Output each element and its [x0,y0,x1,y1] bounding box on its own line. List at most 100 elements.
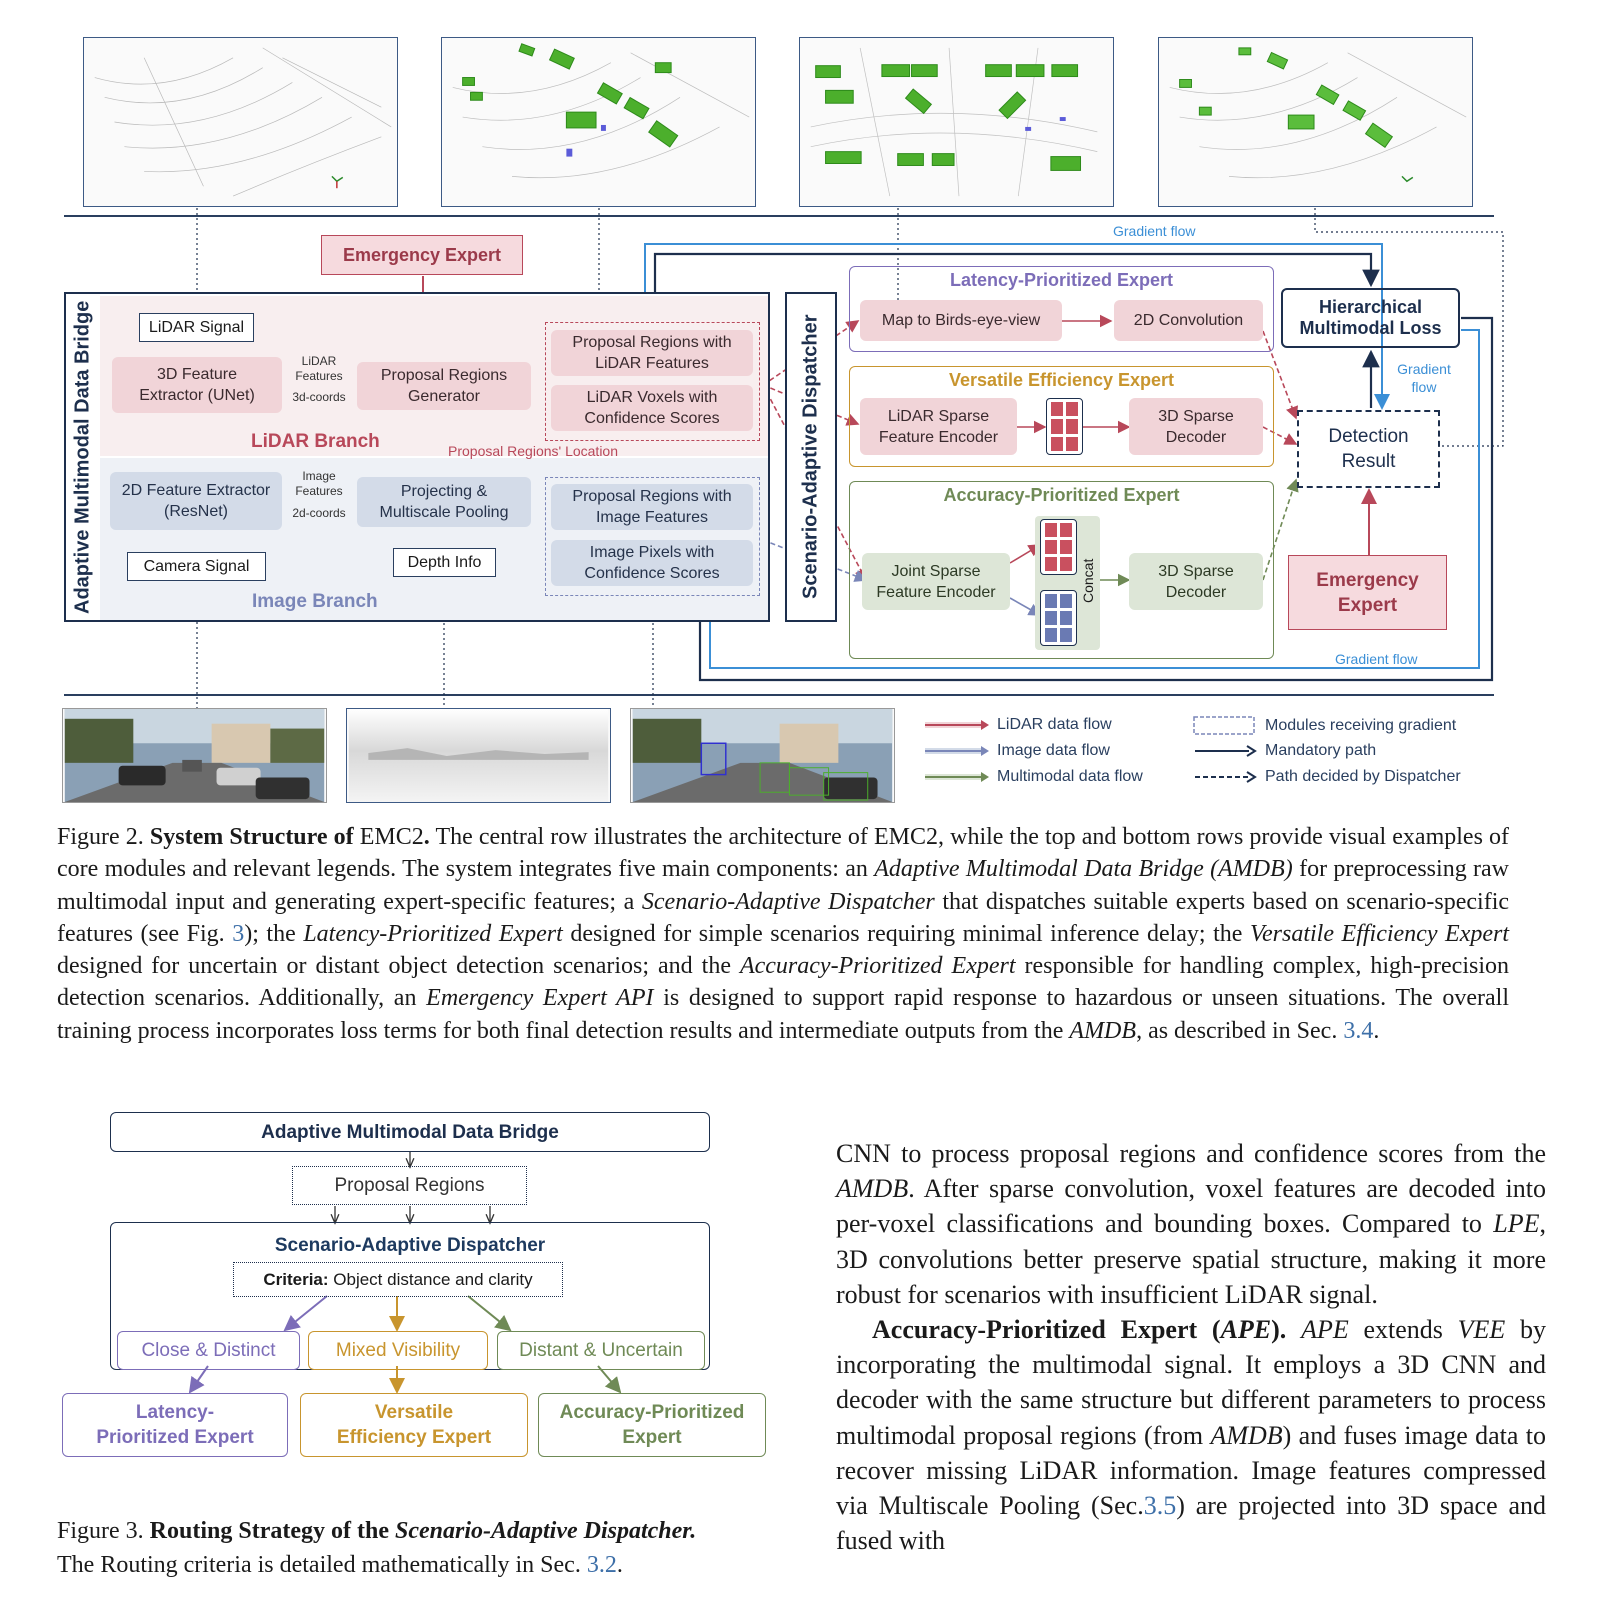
point-cloud-bev-image [810,47,1098,197]
fig3-distant-uncertain: Distant & Uncertain [497,1331,705,1370]
vee-title: Versatile Efficiency Expert [948,370,1175,390]
street-detection-photo [632,709,893,802]
body-p2-italic-amdb: AMDB [1210,1420,1283,1450]
fig3-vee-box: Versatile Efficiency Expert [300,1393,528,1457]
legend-multimodal-flow: Multimodal data flow [925,768,1143,786]
fig3-ref-sec[interactable]: 3.2 [586,1552,617,1578]
solid-arrow-icon [1195,745,1257,757]
dispatcher-frame [785,292,837,622]
detection-result: Detection Result [1297,410,1440,488]
body-p2d-text: ) are projected into 3D space and fused … [836,1491,1547,1556]
lidar-features-label: LiDAR Features [295,354,343,383]
dispatcher-title: Scenario-Adaptive Dispatcher [799,314,822,600]
fig3-criteria-box: Criteria: Object distance and clarity [233,1262,563,1297]
body-p2-ref[interactable]: 3.5 [1143,1491,1177,1521]
fig3-bold-title: Routing Strategy of the [149,1518,389,1544]
feature-extractor-3d: 3D Feature Extractor (UNet) [112,357,282,413]
fig3-criteria-label: Criteria: [263,1270,329,1289]
point-cloud-thumbnail-accuracy [1158,37,1473,207]
vee-feature-grid-icon [1046,398,1083,455]
top-divider [64,215,1494,217]
dashed-arrow-icon [1195,771,1257,783]
vee-sparse-encoder: LiDAR Sparse Feature Encoder [860,398,1017,455]
point-cloud-thumbnail-raw [83,37,398,207]
body-p2a-text: extends [1363,1315,1443,1345]
emergency-expert-bottom: Emergency Expert [1288,555,1447,630]
legend-dispatcher-path-label: Path decided by Dispatcher [1265,768,1461,785]
figure-3-arrows [188,1152,622,1394]
fig2-ref-sec[interactable]: 3.4 [1343,1017,1374,1044]
legend-gradient-modules-label: Modules receiving gradient [1265,717,1457,734]
fig3-ape-box: Accuracy-Prioritized Expert [538,1393,766,1457]
body-p2-italic-ape: APE [1301,1315,1349,1345]
ape-title: Accuracy-Prioritized Expert [943,485,1180,505]
coords-3d-label: 3d-coords [292,390,346,404]
lidar-outputs-dashed-frame [545,322,760,441]
fig3-criteria-text: Object distance and clarity [333,1270,533,1289]
fig2-text-1: The central row illustrates the architec… [57,824,1510,883]
body-p1-text: CNN to process proposal regions and conf… [836,1139,1546,1168]
image-features-label: Image Features [295,469,343,498]
legend-image-flow: Image data flow [925,742,1110,760]
fig2-italic-emergency: Emergency Expert API [426,985,654,1012]
fig3-mixed-visibility: Mixed Visibility [308,1331,488,1370]
camera-detection-thumbnail [630,708,895,803]
legend-gradient-modules: Modules receiving gradient [1193,716,1456,736]
fig2-italic-lpe: Latency-Prioritized Expert [303,920,563,947]
proposal-regions-image-features: Proposal Regions with Image Features [551,484,753,530]
point-cloud-thumbnail-bev [799,37,1114,207]
fig2-text-3: that dispatches suitable experts based o… [57,888,1510,947]
lpe-2d-convolution: 2D Convolution [1114,300,1263,341]
body-p2-heading-italic: APE [1220,1315,1272,1345]
ape-sparse-decoder: 3D Sparse Decoder [1129,553,1263,610]
vee-frame [849,366,1274,467]
fig3-lpe-box: Latency-Prioritized Expert [62,1393,288,1457]
legend-lidar-flow-label: LiDAR data flow [997,716,1112,733]
body-p2-heading-end: ). [1271,1315,1287,1345]
fig2-text-10: . [1373,1017,1380,1044]
gradient-flow-label-side: Gradient flow [1397,361,1451,395]
depth-map-thumbnail [346,708,611,803]
fig2-text-8: is designed to support rapid response to… [57,985,1510,1044]
lidar-flow-arrow-icon [925,720,989,730]
body-p1-italic: AMDB [836,1174,909,1204]
fig3-caption-end: . [616,1552,623,1578]
body-p1b-text: . After sparse convolution, voxel featur… [836,1174,1546,1239]
lidar-branch-label: LiDAR Branch [251,431,380,452]
fig2-text-4: ); the [244,920,296,947]
fig2-italic-amdb-2: AMDB [1069,1017,1137,1044]
fig2-ref-fig3[interactable]: 3 [232,920,245,947]
point-cloud-raw-image [94,47,392,197]
body-p2c-text: ) and fuses image data to recover missin… [836,1420,1546,1521]
vee-sparse-decoder: 3D Sparse Decoder [1129,398,1263,455]
dashed-box-icon [1193,716,1255,735]
body-text-column: CNN to process proposal regions and conf… [836,1136,1546,1558]
multimodal-flow-arrow-icon [925,772,989,782]
proposal-location-label: Proposal Regions' Location [448,443,619,459]
fig2-text-9: , as described in Sec. [1136,1017,1338,1044]
proposal-regions-lidar-features: Proposal Regions with LiDAR Features [551,330,753,376]
lidar-signal-box: LiDAR Signal [139,313,254,342]
fig2-text-5: designed for simple scenarios requiring … [570,920,1243,947]
feature-extractor-2d: 2D Feature Extractor (ResNet) [110,472,282,530]
legend-mandatory-path-label: Mandatory path [1265,742,1377,759]
image-flow-arrow-icon [925,746,989,756]
figure-3-caption: Figure 3. Routing Strategy of the Scenar… [57,1514,777,1582]
bottom-divider [64,694,1494,696]
fig3-bold-italic: Scenario-Adaptive Dispatcher. [394,1518,697,1544]
gradient-flow-label-bottom: Gradient flow [1335,651,1418,667]
body-p2-heading: Accuracy-Prioritized Expert ( [872,1315,1221,1345]
fig2-system-name: EMC2 [359,824,424,850]
legend-mandatory-path: Mandatory path [1193,742,1376,760]
fig3-close-distinct: Close & Distinct [117,1331,300,1370]
fig2-italic-amdb: Adaptive Multimodal Data Bridge (AMDB) [874,856,1293,883]
image-outputs-dashed-frame [545,477,760,596]
depth-info-box: Depth Info [393,548,496,577]
depth-map-image [348,709,609,802]
hierarchical-multimodal-loss: Hierarchical Multimodal Loss [1281,288,1460,348]
fig3-proposal-regions: Proposal Regions [292,1166,527,1205]
fig3-amdb-box: Adaptive Multimodal Data Bridge [110,1112,710,1152]
point-cloud-accuracy-image [1169,47,1467,183]
point-cloud-lidar-image [452,43,750,179]
emergency-expert-top: Emergency Expert [321,235,523,275]
